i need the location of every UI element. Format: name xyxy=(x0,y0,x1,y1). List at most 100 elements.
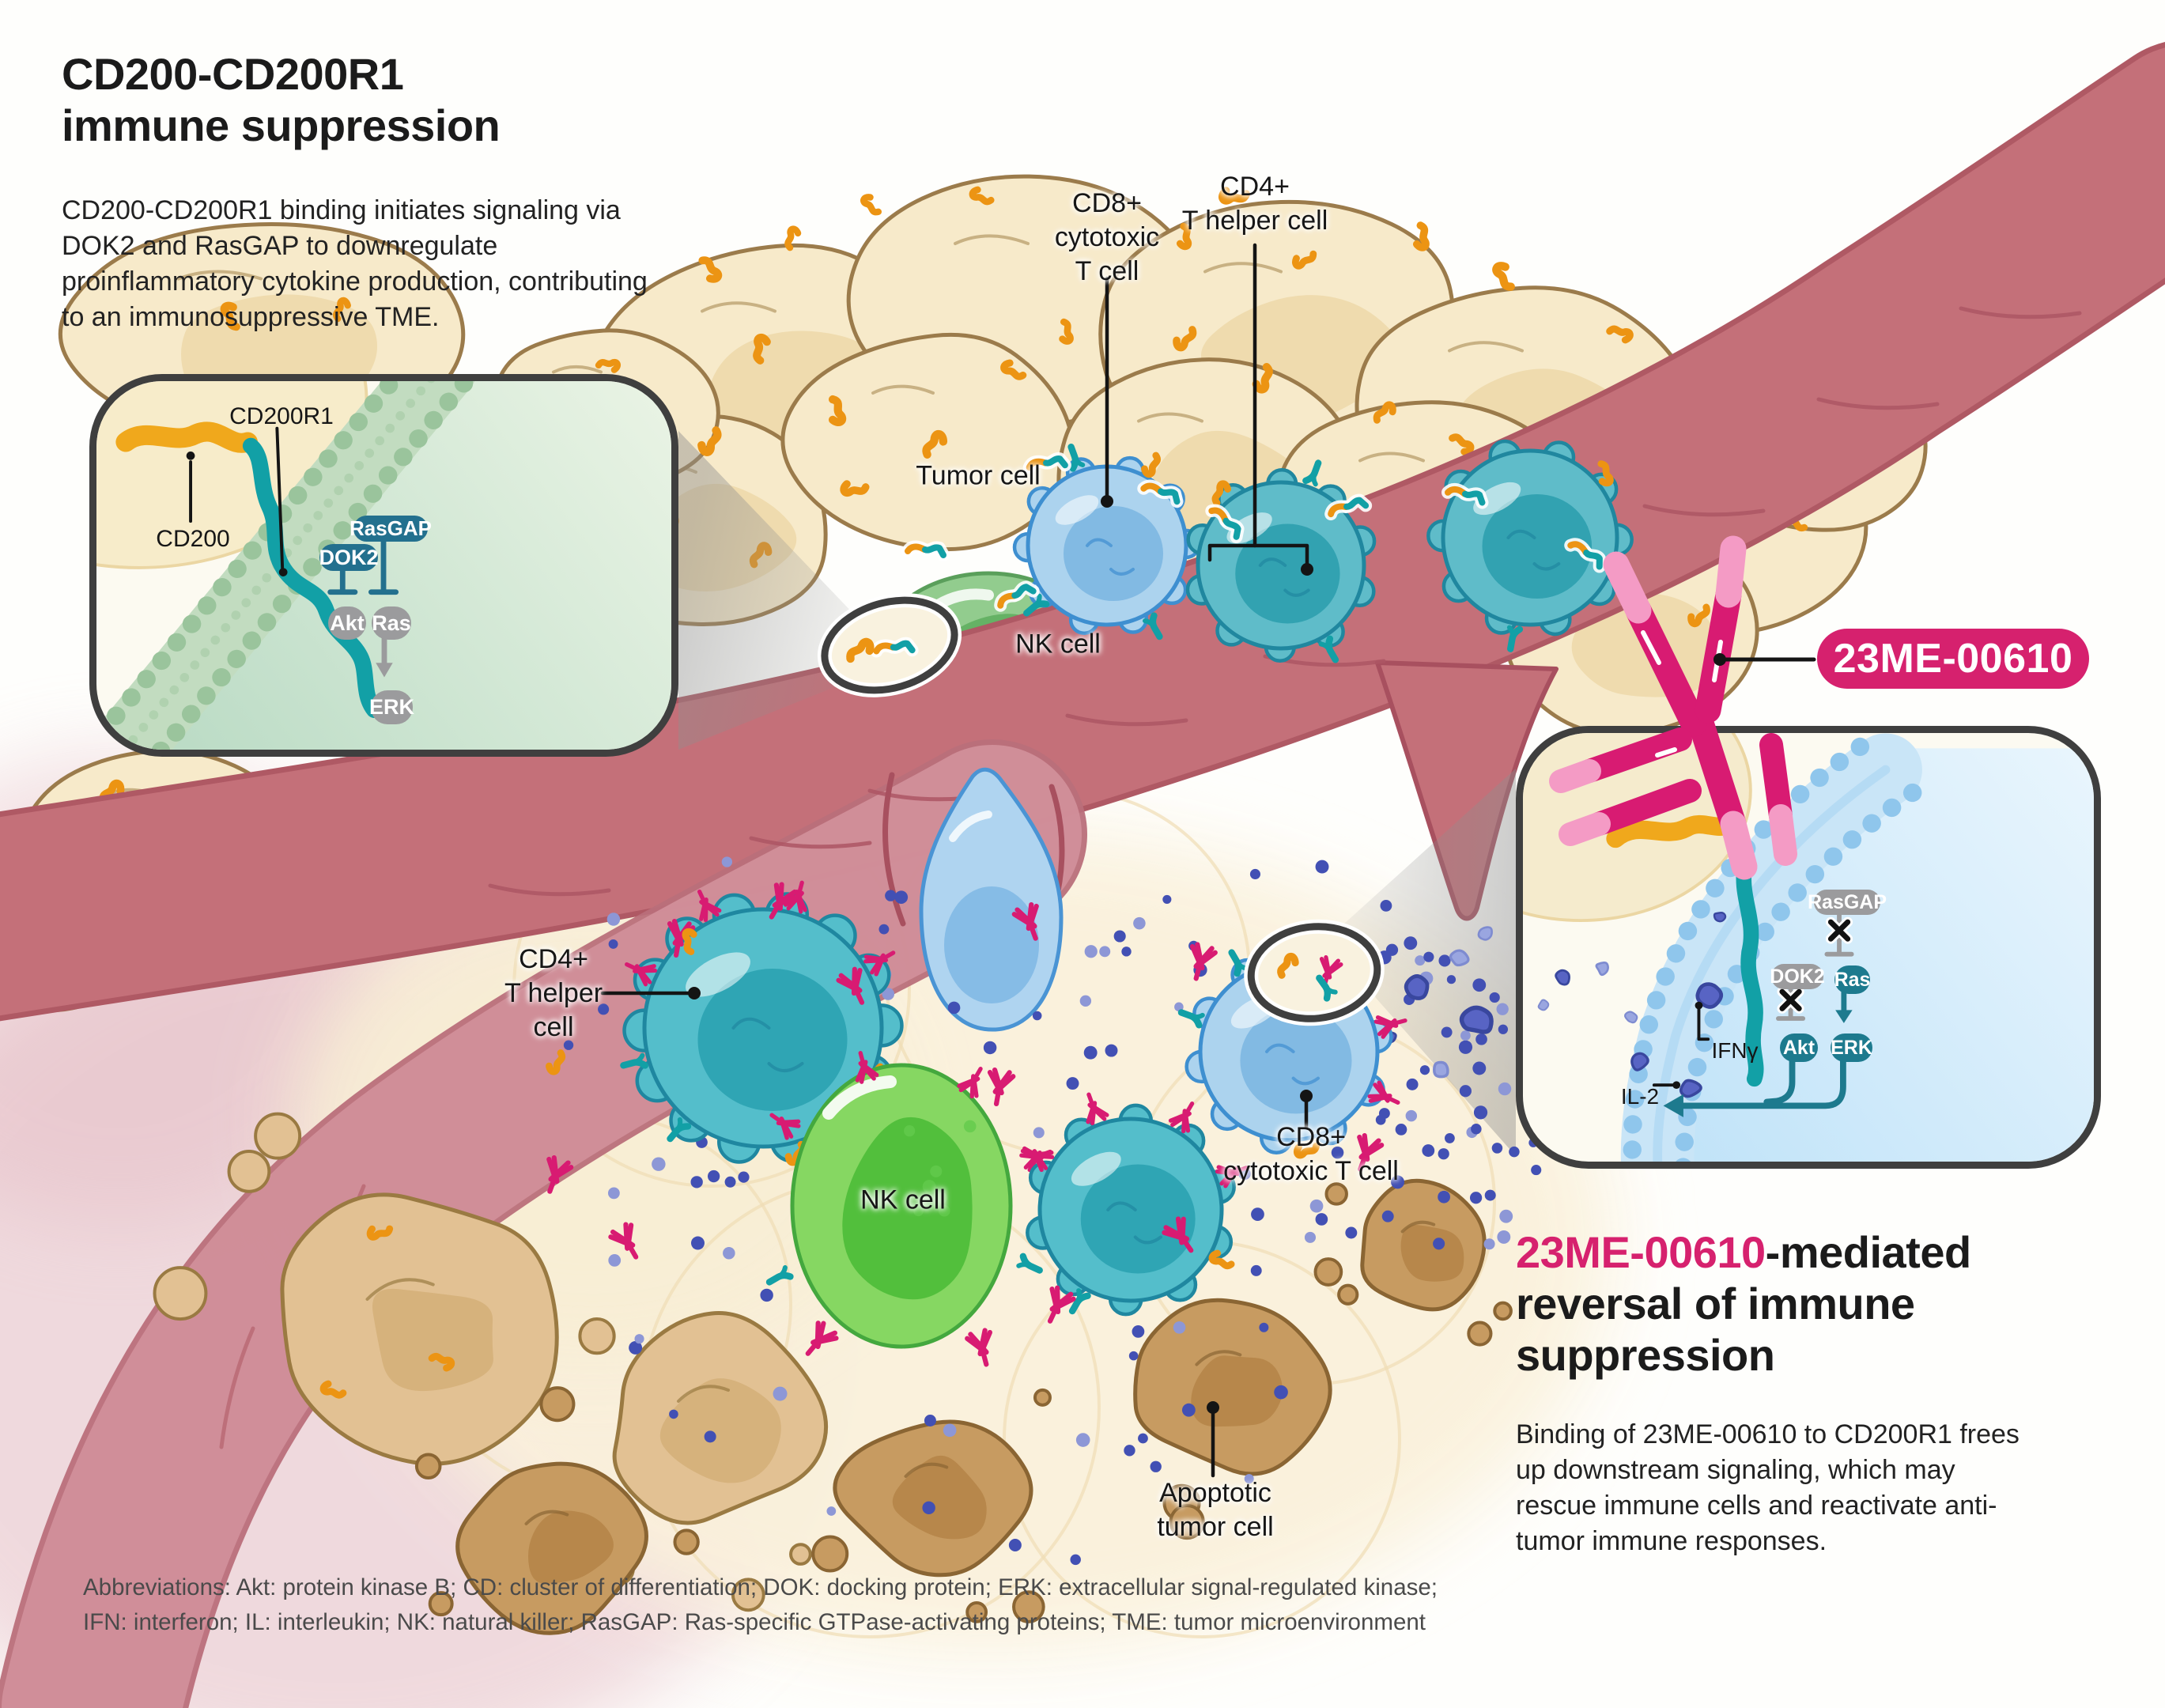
antibody-icon xyxy=(1047,1285,1076,1324)
cd200-protein-icon xyxy=(1857,369,1878,392)
cd200-protein-icon xyxy=(366,1225,394,1241)
cd200-protein-icon xyxy=(545,1049,566,1075)
antibody-icon xyxy=(1022,1146,1055,1173)
cd200-cd200r1-pair-icon xyxy=(901,540,950,561)
cytokine-blob-icon xyxy=(1555,969,1570,986)
cd200-protein-icon xyxy=(828,395,847,426)
wedge-to-right-inset xyxy=(1344,769,1516,1156)
antibody-icon xyxy=(1162,1216,1194,1253)
cd200-protein-icon xyxy=(1335,984,1356,1007)
cytokine-blob-icon xyxy=(1623,1011,1638,1024)
cd200-protein-icon xyxy=(1173,326,1197,352)
tumor-cell xyxy=(1355,285,1697,543)
antibody-icon xyxy=(836,966,865,1005)
antibody-icon xyxy=(697,890,722,923)
antibody-icon xyxy=(1325,945,1351,977)
tumor-cell xyxy=(780,332,1075,552)
cd200-protein-icon xyxy=(1492,262,1515,291)
cd200-protein-icon xyxy=(753,333,771,365)
label-nk-bottom: NK cell xyxy=(860,1185,946,1215)
il2-label: IL-2 xyxy=(1620,1084,1660,1109)
cd200-protein-icon xyxy=(1292,250,1317,270)
lower-active-cluster xyxy=(153,856,1542,1635)
cd200-protein-icon xyxy=(1141,452,1161,478)
cd200-protein-icon xyxy=(595,358,621,373)
cd8-cytotoxic-t-cell-active xyxy=(1026,1103,1236,1317)
cd200-cd200r1-pair-icon xyxy=(1205,504,1245,543)
cd200r1-receptor-icon xyxy=(1068,1288,1091,1315)
cd4-t-helper-cell xyxy=(1185,468,1377,663)
bottom-cluster-base xyxy=(293,789,1613,1653)
cd200-protein-icon xyxy=(1449,433,1475,455)
cd200-protein-icon xyxy=(784,225,802,251)
cd200r1-receptor-icon xyxy=(1506,625,1524,652)
cytokine-blob-icon xyxy=(1713,912,1727,923)
cd200-protein-icon xyxy=(99,779,125,805)
cytokine-blob-icon xyxy=(1679,1079,1702,1098)
cd200-protein-icon xyxy=(1606,325,1634,344)
drug-badge: 23ME-00610 xyxy=(1817,629,2089,689)
apoptotic-tumor-cell xyxy=(597,1311,829,1612)
cd200-protein-icon xyxy=(784,1140,806,1166)
antibody-blocking-callout xyxy=(1244,919,1385,1026)
cytokine-blob-icon xyxy=(1449,949,1470,967)
cd200-protein-icon xyxy=(749,542,773,569)
tumor-cell xyxy=(1056,357,1359,584)
label-cd4-top: CD4+ T helper cell xyxy=(1181,172,1328,236)
antibody-icon xyxy=(1086,1092,1109,1126)
antibody-icon xyxy=(769,1113,801,1140)
cd200-protein-icon xyxy=(1277,952,1299,979)
node-ras-active: Ras xyxy=(1834,965,1870,994)
cd200-protein-icon xyxy=(969,186,995,206)
cd200r1-receptor-icon xyxy=(1023,593,1050,617)
reversal-signaling-art xyxy=(1523,733,2094,1162)
cd200r1-receptor-icon xyxy=(1177,1009,1205,1029)
node-dok2: DOK2 xyxy=(319,544,379,571)
label-cd8-top: CD8+ cytotoxic T cell xyxy=(1054,187,1160,286)
cd200-protein-icon xyxy=(1211,480,1232,507)
node-dok2-blocked: DOK2 xyxy=(1770,964,1825,989)
cytokine-blob-icon xyxy=(1459,1005,1494,1034)
antibody-icon xyxy=(805,1321,839,1356)
cd200-cd200r1-pair-icon xyxy=(870,637,919,658)
cd200-protein-icon xyxy=(1373,401,1396,424)
abbreviations-footer: Abbreviations: Akt: protein kinase B; CD… xyxy=(83,1574,1438,1636)
label-nk-top: NK cell xyxy=(1015,629,1101,659)
extravasating-immune-cell xyxy=(919,767,1064,1032)
antibody-icon xyxy=(667,918,696,958)
nk-cell xyxy=(867,571,1109,765)
right-description: Binding of 23ME-00610 to CD200R1 frees u… xyxy=(1516,1419,2020,1556)
cd200r1-receptor-icon xyxy=(620,1052,648,1069)
cd200-protein-icon xyxy=(1000,359,1027,380)
cd200-cd200r1-pair-icon xyxy=(1564,538,1606,573)
reversal-signaling-inset: IFNγ IL-2 RasGAP DOK2 Ras Akt ERK xyxy=(1516,726,2101,1169)
node-akt-active: Akt xyxy=(1780,1033,1818,1062)
ifng-label: IFNγ xyxy=(1711,1038,1759,1063)
cd200r1-receptor-icon xyxy=(1143,612,1163,640)
apoptotic-tumor-cell xyxy=(153,1112,616,1466)
cd200-protein-icon xyxy=(682,928,697,955)
cd200-protein-icon xyxy=(698,256,723,283)
antibody-icon xyxy=(1011,901,1039,941)
background-wash xyxy=(0,751,846,1708)
cd200-protein-icon xyxy=(227,905,250,928)
label-apoptotic: Apoptotic tumor cell xyxy=(1157,1478,1274,1542)
cd200r1-receptor-icon xyxy=(1016,1253,1043,1274)
cd200-protein-icon xyxy=(873,1063,901,1079)
cd200-signaling-inset: CD200R1 CD200 DOK2 RasGAP Akt Ras ERK xyxy=(89,374,678,757)
cd200r1-receptor-icon xyxy=(765,1265,794,1286)
cd200-protein-icon xyxy=(1412,221,1430,251)
apoptotic-tumor-cell xyxy=(1313,1178,1513,1347)
cytokine-blob-icon xyxy=(1630,1052,1649,1071)
tumor-cell xyxy=(0,854,160,1013)
cd200r1-receptor-icon xyxy=(667,1117,692,1143)
cd200-protein-icon xyxy=(172,822,190,853)
cd8-t-cell xyxy=(1012,455,1202,636)
wedge-to-left-inset xyxy=(678,431,868,750)
node-erk: ERK xyxy=(369,690,414,724)
antibody-icon xyxy=(957,1067,983,1099)
cd4-t-helper-cell xyxy=(1426,439,1634,637)
cytokine-blob-icon xyxy=(1404,974,1430,1000)
label-cd4-bottom: CD4+ T helper cell xyxy=(504,943,603,1042)
